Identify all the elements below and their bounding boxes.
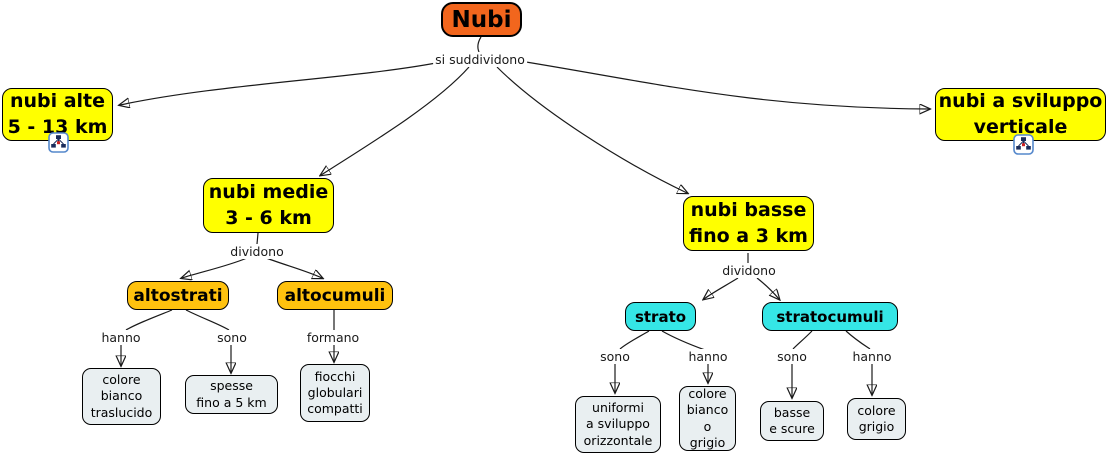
edge-label-hanno-strato[interactable]: hanno <box>686 349 730 364</box>
node-nubi-sviluppo-verticale[interactable]: nubi a sviluppo verticale <box>935 88 1106 141</box>
node-nubi-medie[interactable]: nubi medie 3 - 6 km <box>203 178 334 233</box>
node-nubi-basse[interactable]: nubi basse fino a 3 km <box>683 196 814 251</box>
node-altostrati[interactable]: altostrati <box>127 281 229 310</box>
node-basse-scure[interactable]: basse e scure <box>760 401 824 441</box>
concept-map-icon <box>48 132 69 153</box>
node-altocumuli[interactable]: altocumuli <box>277 281 393 310</box>
node-colore-bianco-traslucido[interactable]: colore bianco traslucido <box>82 368 161 425</box>
edge-label-hanno-stratocumuli[interactable]: hanno <box>850 349 894 364</box>
concept-map-icon <box>1013 134 1034 155</box>
node-strato[interactable]: strato <box>625 302 696 331</box>
edge-label-formano-altocumuli[interactable]: formano <box>304 330 362 345</box>
concept-map-link-icon[interactable] <box>1013 134 1034 155</box>
node-uniformi-orizzontale[interactable]: uniformi a sviluppo orizzontale <box>575 396 661 453</box>
node-colore-bianco-grigio[interactable]: colore bianco o grigio <box>679 386 736 451</box>
node-stratocumuli[interactable]: stratocumuli <box>762 302 898 331</box>
node-spesse-fino-5km[interactable]: spesse fino a 5 km <box>185 375 278 414</box>
edge-label-sono-stratocumuli[interactable]: sono <box>775 349 809 364</box>
node-nubi-root[interactable]: Nubi <box>441 2 522 37</box>
node-nubi-alte[interactable]: nubi alte 5 - 13 km <box>2 88 113 141</box>
edge-label-hanno-altostrati[interactable]: hanno <box>99 330 143 345</box>
node-fiocchi-globulari[interactable]: fiocchi globulari compatti <box>300 364 370 422</box>
edge-label-dividono-medie[interactable]: dividono <box>228 244 286 259</box>
edge-label-si-suddividono[interactable]: si suddividono <box>433 52 527 67</box>
concept-map-link-icon[interactable] <box>48 132 69 153</box>
edge-label-sono-altostrati[interactable]: sono <box>215 330 249 345</box>
edge-label-dividono-basse[interactable]: dividono <box>720 263 778 278</box>
node-colore-grigio[interactable]: colore grigio <box>847 398 906 440</box>
edge-label-sono-strato[interactable]: sono <box>598 349 632 364</box>
